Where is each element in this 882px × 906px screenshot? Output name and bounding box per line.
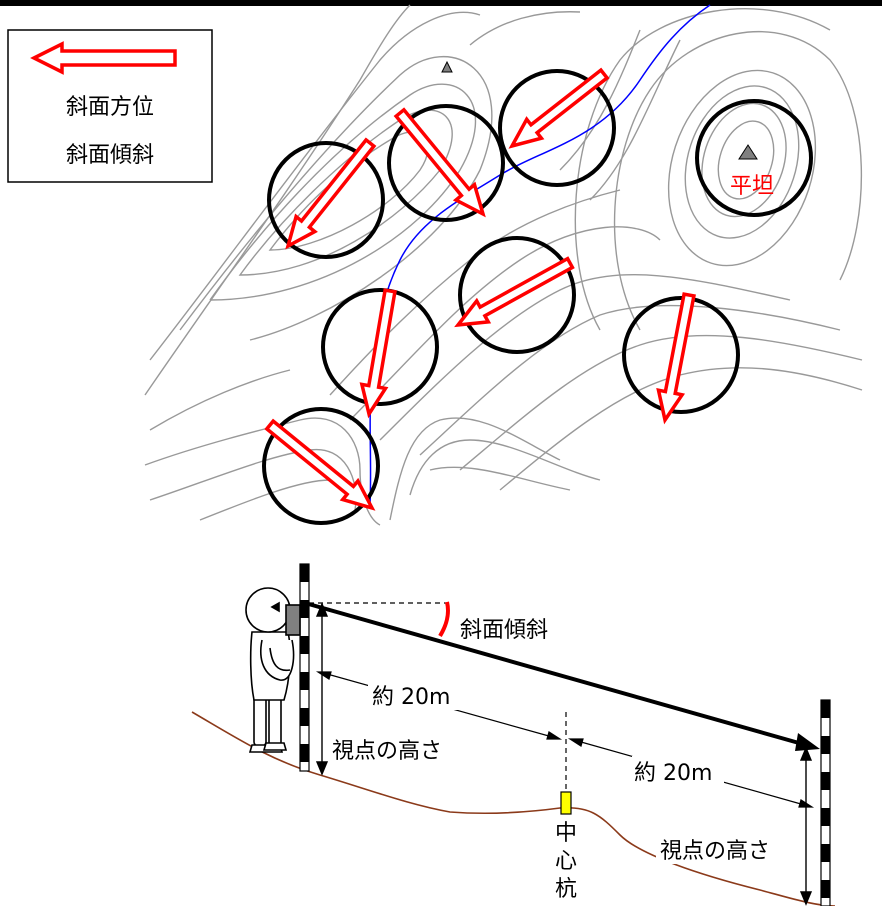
eye-height-label-bg — [656, 834, 802, 864]
flat-label: 平坦 — [730, 174, 774, 199]
distance-label-bg — [632, 756, 724, 786]
distance-label-second: 約 20m — [634, 761, 712, 786]
plot-circle — [321, 288, 439, 406]
right-eye-height-arrow — [799, 746, 813, 906]
slope-direction-arrow-icon — [656, 292, 696, 425]
plot-circle — [387, 104, 505, 222]
slope-angle-label: 斜面傾斜 — [460, 618, 548, 643]
ground-profile — [191, 711, 836, 906]
plot-circle — [458, 236, 576, 354]
center-stake-char-2: 心 — [555, 849, 577, 874]
summit-marker-icon — [738, 144, 758, 160]
left-eye-height-arrow — [315, 602, 329, 776]
slope-arrows — [264, 67, 696, 511]
slope-direction-arrow-icon — [454, 256, 575, 328]
eye-height-label-left: 視点の高さ — [332, 739, 442, 764]
survey-plot-circles — [262, 69, 813, 525]
pole-stripe — [300, 600, 309, 618]
plot-circle — [267, 141, 385, 259]
slope-direction-arrow-icon — [285, 137, 377, 250]
right-survey-pole — [820, 699, 831, 906]
center-stake-char-1: 中 — [555, 821, 577, 846]
distance-label-bg — [368, 680, 460, 710]
sight-line — [304, 601, 807, 747]
center-stake-char-3: 杭 — [555, 877, 577, 902]
distance-label-first: 約 20m — [372, 685, 450, 710]
legend-aspect-label: 斜面方位 — [66, 95, 154, 120]
surveyor-figure — [245, 587, 301, 753]
pole-stripe — [821, 880, 830, 898]
legend-inclination-label: 斜面傾斜 — [66, 143, 154, 168]
pole-stripe — [821, 700, 830, 718]
pole-stripe — [300, 744, 309, 762]
slope-direction-arrow-icon — [264, 418, 376, 511]
plot-circle — [262, 407, 380, 525]
pole-stripe — [300, 636, 309, 654]
top-border — [0, 0, 882, 6]
plot-circle — [695, 99, 813, 217]
pole-stripe — [300, 672, 309, 690]
slope-direction-arrow-icon — [359, 288, 397, 419]
pole-stripe — [821, 736, 830, 754]
sight-arrowhead — [795, 733, 820, 751]
left-survey-pole — [299, 563, 310, 772]
contour-lines — [144, 4, 863, 526]
pole-stripe — [821, 772, 830, 790]
eye-height-label-bg — [330, 734, 442, 764]
pole-stripe — [821, 844, 830, 862]
center-stake — [560, 791, 572, 815]
summit-marker-icon — [441, 60, 453, 73]
slope-direction-arrow-icon — [393, 107, 486, 218]
plot-circle — [622, 296, 740, 414]
legend-arrow-icon — [30, 41, 177, 75]
plot-circle — [498, 69, 616, 187]
pole-stripe — [300, 564, 309, 582]
slope-angle-arc — [438, 601, 451, 638]
slope-direction-arrow-icon — [508, 67, 610, 149]
stream-line — [369, 4, 711, 506]
eye-height-label-right: 視点の高さ — [660, 839, 770, 864]
pole-stripe — [821, 808, 830, 826]
legend-box: 斜面方位 斜面傾斜 — [7, 29, 213, 183]
pole-stripe — [300, 708, 309, 726]
